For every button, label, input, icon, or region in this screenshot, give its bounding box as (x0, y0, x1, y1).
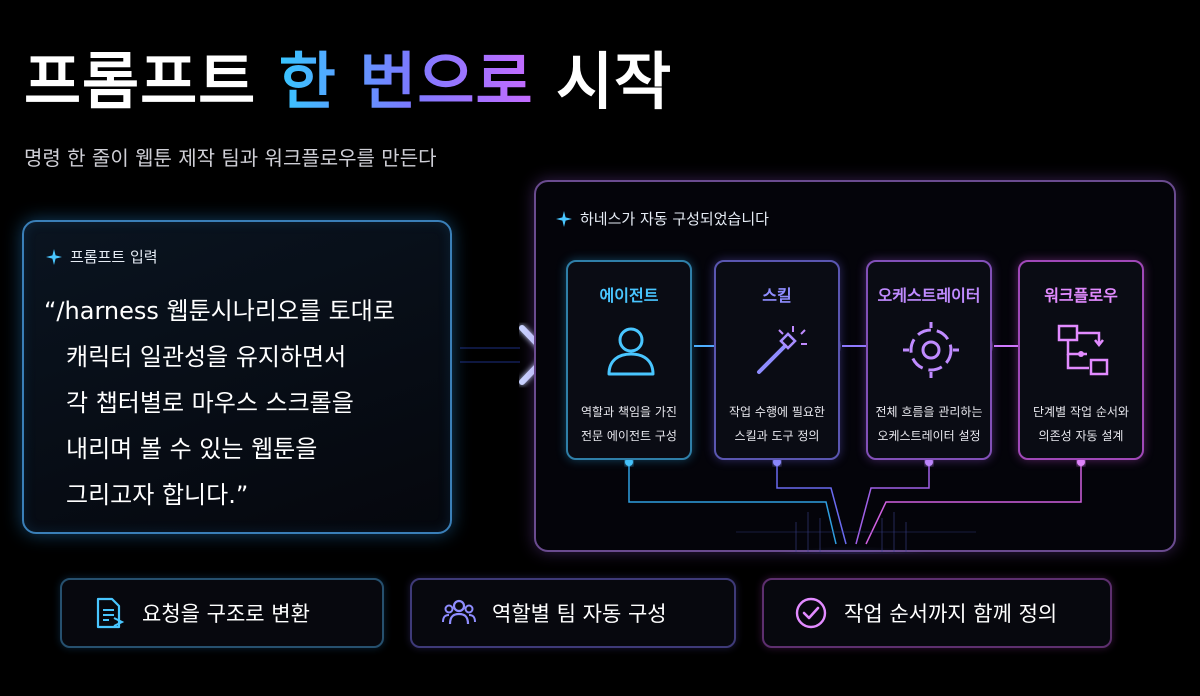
sparkle-icon (556, 210, 572, 227)
card-desc-line: 의존성 자동 설계 (1038, 429, 1124, 443)
card-desc-line: 작업 수행에 필요한 (729, 405, 825, 419)
harness-label: 하네스가 자동 구성되었습니다 (556, 208, 769, 229)
title-part-2: 시작 (533, 45, 673, 118)
card-desc-line: 오케스트레이터 설정 (877, 429, 981, 443)
prompt-line: “/harness 웹툰시나리오를 토대로 (44, 297, 395, 325)
prompt-input-panel[interactable]: 프롬프트 입력 “/harness 웹툰시나리오를 토대로 캐릭터 일관성을 유… (22, 220, 452, 534)
harness-label-text: 하네스가 자동 구성되었습니다 (580, 210, 769, 228)
magic-wand-icon (757, 326, 807, 374)
card-title: 오케스트레이터 (877, 286, 981, 305)
page-subtitle: 명령 한 줄이 웹툰 제작 팀과 워크플로우를 만든다 (24, 146, 437, 170)
feature-team[interactable]: 역할별 팀 자동 구성 (410, 578, 736, 648)
card-description: 전체 흐름을 관리하는 오케스트레이터 설정 (868, 400, 990, 448)
card-description: 단계별 작업 순서와 의존성 자동 설계 (1020, 400, 1142, 448)
workflow-icon (1057, 324, 1109, 376)
title-highlight: 한 번으로 (278, 45, 534, 118)
check-circle-icon (795, 597, 827, 629)
card-orchestrator[interactable]: 오케스트레이터 전체 흐름을 관리하는 오케스트레이터 설정 (866, 260, 992, 460)
target-icon (903, 322, 959, 378)
prompt-line: 내리며 볼 수 있는 웹툰을 (66, 435, 318, 463)
title-part-1: 프롬프트 (24, 45, 279, 118)
card-desc-line: 역할과 책임을 가진 (581, 405, 677, 419)
prompt-line: 캐릭터 일관성을 유지하면서 (66, 343, 347, 371)
prompt-label-text: 프롬프트 입력 (70, 248, 158, 266)
feature-structure[interactable]: 요청을 구조로 변환 (60, 578, 384, 648)
card-desc-line: 스킬과 도구 정의 (734, 429, 820, 443)
prompt-label: 프롬프트 입력 (46, 246, 158, 267)
card-desc-line: 단계별 작업 순서와 (1033, 405, 1129, 419)
team-icon (442, 599, 476, 625)
prompt-line: 그리고자 합니다.” (66, 481, 249, 509)
harness-panel: 하네스가 자동 구성되었습니다 에이전트 역할과 책임을 가진 전문 에이전트 … (534, 180, 1176, 554)
feature-label: 역할별 팀 자동 구성 (492, 602, 667, 626)
feature-label: 작업 순서까지 함께 정의 (844, 602, 1058, 626)
feature-order[interactable]: 작업 순서까지 함께 정의 (762, 578, 1112, 648)
feature-label: 요청을 구조로 변환 (142, 602, 310, 626)
page-title: 프롬프트 한 번으로 시작 (24, 45, 673, 118)
card-workflow[interactable]: 워크플로우 단계별 작업 순서와 의존성 자동 설계 (1018, 260, 1144, 460)
prompt-line: 각 챕터별로 마우스 스크롤을 (66, 389, 354, 417)
card-title: 에이전트 (599, 286, 659, 305)
card-desc-line: 전체 흐름을 관리하는 (875, 405, 983, 419)
card-agent[interactable]: 에이전트 역할과 책임을 가진 전문 에이전트 구성 (566, 260, 692, 460)
card-desc-line: 전문 에이전트 구성 (581, 429, 677, 443)
card-description: 역할과 책임을 가진 전문 에이전트 구성 (568, 400, 690, 448)
card-skill[interactable]: 스킬 작업 수행에 필요한 스킬과 도구 정의 (714, 260, 840, 460)
card-title: 스킬 (762, 286, 792, 305)
card-title: 워크플로우 (1044, 286, 1118, 305)
person-icon (607, 327, 655, 376)
card-description: 작업 수행에 필요한 스킬과 도구 정의 (716, 400, 838, 448)
prompt-text: “/harness 웹툰시나리오를 토대로 캐릭터 일관성을 유지하면서 각 챕… (44, 288, 395, 518)
sparkle-icon (46, 248, 62, 265)
document-icon (96, 597, 125, 629)
